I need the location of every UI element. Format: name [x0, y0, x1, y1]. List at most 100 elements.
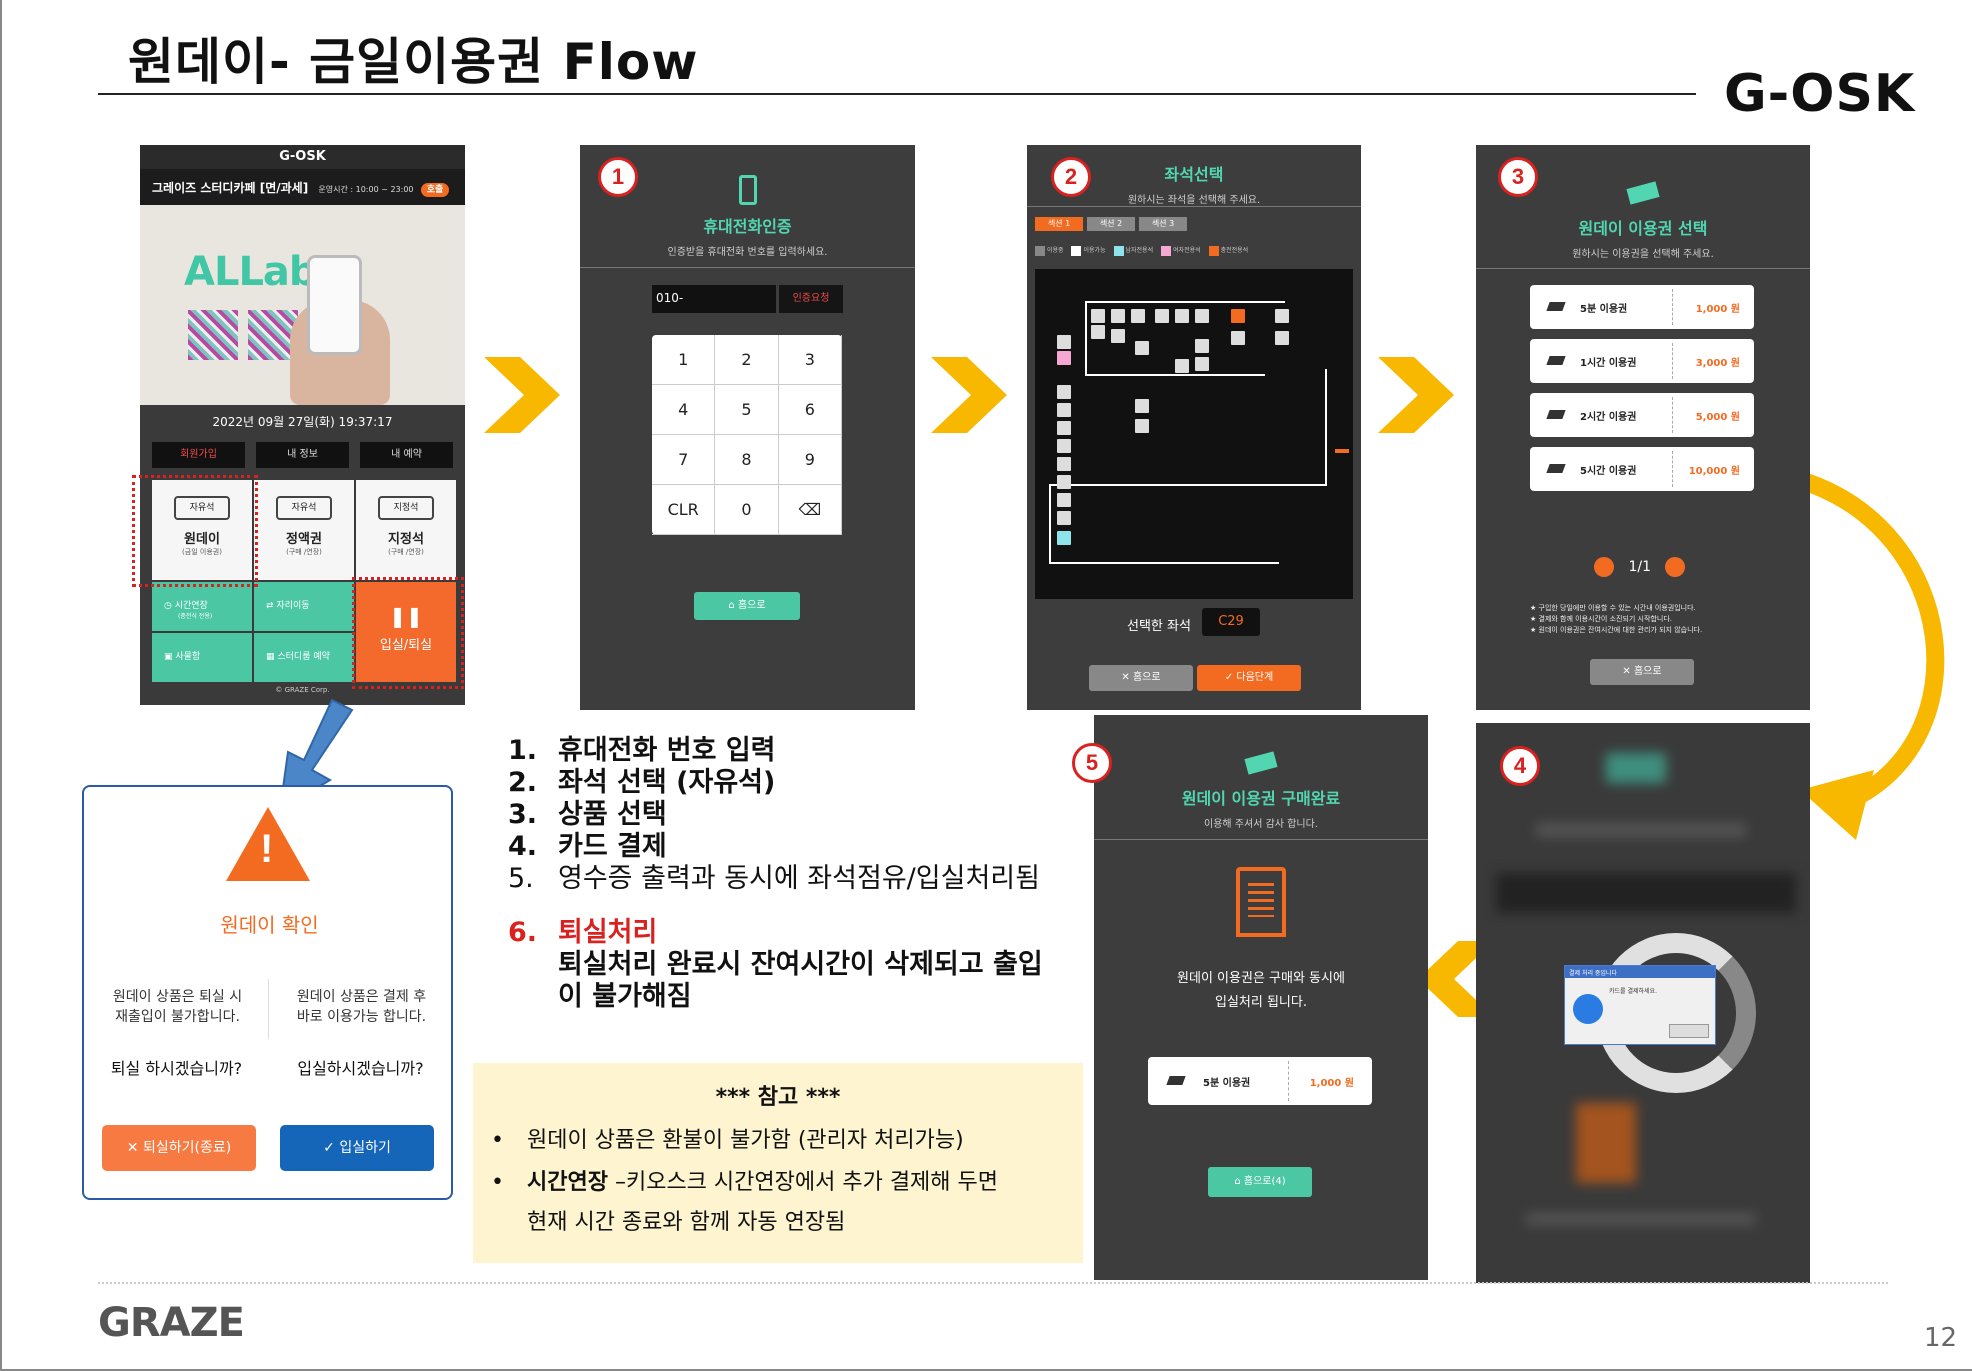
study-room-button[interactable]: ▦ 스터디룸 예약 — [254, 633, 354, 682]
my-reservation-button[interactable]: 내 예약 — [360, 442, 453, 468]
seat[interactable] — [1091, 325, 1105, 339]
kiosk-app-title: G-OSK — [140, 145, 465, 169]
next-step-button[interactable]: ✓ 다음단계 — [1197, 665, 1301, 691]
key-8[interactable]: 8 — [715, 435, 779, 485]
seat[interactable] — [1195, 339, 1209, 353]
home-button[interactable]: ✕ 홈으로 — [1590, 659, 1694, 685]
seat[interactable] — [1057, 439, 1071, 453]
seat[interactable] — [1275, 331, 1289, 345]
seat[interactable] — [1057, 457, 1071, 471]
enter-exit-button[interactable]: ❚❚ 입실/퇴실 — [356, 582, 456, 682]
key-5[interactable]: 5 — [715, 385, 779, 435]
seat[interactable] — [1057, 421, 1071, 435]
seat[interactable] — [1135, 341, 1149, 355]
home-button[interactable]: ⌂ 홈으로(4) — [1208, 1167, 1312, 1197]
key-7[interactable]: 7 — [652, 435, 716, 485]
product-item[interactable]: 2시간 이용권 5,000 원 — [1530, 393, 1754, 437]
key-6[interactable]: 6 — [778, 385, 842, 435]
seat[interactable] — [1111, 309, 1125, 323]
call-button[interactable]: 호출 — [420, 183, 450, 197]
key-4[interactable]: 4 — [652, 385, 716, 435]
exit-button[interactable]: ✕ 퇴실하기(종료) — [102, 1125, 256, 1171]
seat[interactable] — [1175, 309, 1189, 323]
hours-text: 운영시간 : 10:00 ~ 23:00 — [318, 185, 414, 194]
key-1[interactable]: 1 — [652, 335, 716, 385]
enter-button[interactable]: ✓ 입실하기 — [280, 1125, 434, 1171]
my-info-button[interactable]: 내 정보 — [256, 442, 349, 468]
key-clr[interactable]: CLR — [652, 485, 716, 535]
seat[interactable] — [1111, 329, 1125, 343]
seat[interactable] — [1091, 309, 1105, 323]
signup-button[interactable]: 회원가입 — [152, 442, 245, 468]
step-item: 6.퇴실처리 — [508, 917, 1043, 949]
note-line: •시간연장 –키오스크 시간연장에서 추가 결제해 두면 — [491, 1170, 999, 1195]
kiosk-datetime: 2022년 09월 27일(화) 19:37:17 — [212, 415, 393, 429]
screen-title: 좌석선택 — [1164, 165, 1224, 184]
backspace-icon[interactable]: ⌫ — [778, 485, 842, 535]
key-3[interactable]: 3 — [778, 335, 842, 385]
seat[interactable] — [1175, 359, 1189, 373]
close-icon: ✕ — [126, 1140, 143, 1156]
seat[interactable] — [1155, 309, 1169, 323]
seat[interactable] — [1131, 309, 1145, 323]
button-label: 홈으로 — [1132, 672, 1161, 683]
footprint-icon: ❚❚ — [389, 604, 423, 628]
keypad: 1 2 3 4 5 6 7 8 9 CLR 0 ⌫ — [652, 335, 842, 535]
locker-button[interactable]: ▣ 사물함 — [152, 633, 252, 682]
legend-label: 여자전용석 — [1173, 247, 1201, 254]
seat[interactable] — [1195, 357, 1209, 371]
home-button[interactable]: ⌂ 홈으로 — [694, 592, 800, 620]
divider — [1672, 451, 1673, 487]
key-2[interactable]: 2 — [715, 335, 779, 385]
section-tab-1[interactable]: 섹션 1 — [1035, 217, 1083, 231]
seat-move-button[interactable]: ⇄ 자리이동 — [254, 582, 354, 631]
auth-request-button[interactable]: 인증요청 — [779, 285, 843, 313]
product-item[interactable]: 5시간 이용권 10,000 원 — [1530, 447, 1754, 491]
key-0[interactable]: 0 — [715, 485, 779, 535]
section-tab-3[interactable]: 섹션 3 — [1139, 217, 1187, 231]
screen-title: 원데이 이용권 구매완료 — [1181, 789, 1341, 808]
dialog-ok-button[interactable] — [1669, 1024, 1709, 1038]
note-text: 현재 시간 종료와 함께 자동 연장됨 — [527, 1210, 846, 1235]
seat[interactable] — [1231, 331, 1245, 345]
check-icon: ✓ — [323, 1140, 340, 1156]
chevron-right-icon[interactable] — [1665, 557, 1686, 577]
home-button[interactable]: ✕ 홈으로 — [1089, 665, 1193, 691]
chevron-left-icon[interactable] — [1594, 557, 1614, 577]
seat[interactable] — [1057, 475, 1071, 489]
calendar-icon: ▦ — [266, 652, 278, 662]
notice-line: 재출입이 불가합니다. — [115, 1009, 240, 1025]
product-item[interactable]: 1시간 이용권 3,000 원 — [1530, 339, 1754, 383]
seat[interactable] — [1135, 419, 1149, 433]
seat[interactable] — [1057, 531, 1071, 545]
seat[interactable] — [1057, 403, 1071, 417]
step-number: 1. — [508, 735, 538, 766]
phone-number-input[interactable]: 010- — [652, 285, 776, 313]
seat-map — [1035, 269, 1353, 599]
seat[interactable] — [1275, 309, 1289, 323]
note-bold: 시간연장 — [527, 1170, 608, 1195]
fixed-amount-tile[interactable]: 자유석 정액권 (구매 /연장) — [254, 480, 354, 580]
product-item[interactable]: 5분 이용권 1,000 원 — [1530, 285, 1754, 329]
time-extension-button[interactable]: ◷ 시간연장 (충전식 전용) — [152, 582, 252, 631]
step-desc: 퇴실처리 완료시 잔여시간이 삭제되고 출입 — [508, 949, 1043, 981]
key-9[interactable]: 9 — [778, 435, 842, 485]
oneday-tile[interactable]: 자유석 원데이 (금일 이용권) — [152, 480, 252, 580]
seat[interactable] — [1057, 335, 1071, 349]
seat[interactable] — [1057, 385, 1071, 399]
product-price: 5,000 원 — [1695, 412, 1740, 423]
seat[interactable] — [1057, 493, 1071, 507]
seat[interactable] — [1057, 511, 1071, 525]
seat-c29[interactable] — [1231, 309, 1245, 323]
section-tab-2[interactable]: 섹션 2 — [1087, 217, 1135, 231]
divider — [268, 979, 269, 1039]
store-bar: 그레이즈 스터디카페 [면/과세] 운영시간 : 10:00 ~ 23:00 호… — [140, 169, 465, 205]
seat[interactable] — [1057, 351, 1071, 365]
note-line: ★ 구입한 당일에만 이용할 수 있는 시간내 이용권입니다. — [1530, 604, 1696, 612]
reserved-seat-tile[interactable]: 지정석 지정석 (구매 /연장) — [356, 480, 456, 580]
footer-divider — [98, 1282, 1888, 1284]
seat[interactable] — [1135, 399, 1149, 413]
product-price: 1,000 원 — [1309, 1078, 1354, 1089]
screen-purchase-complete: 원데이 이용권 구매완료 이용해 주셔서 감사 합니다. 원데이 이용권은 구매… — [1072, 715, 1428, 1280]
seat[interactable] — [1195, 309, 1209, 323]
